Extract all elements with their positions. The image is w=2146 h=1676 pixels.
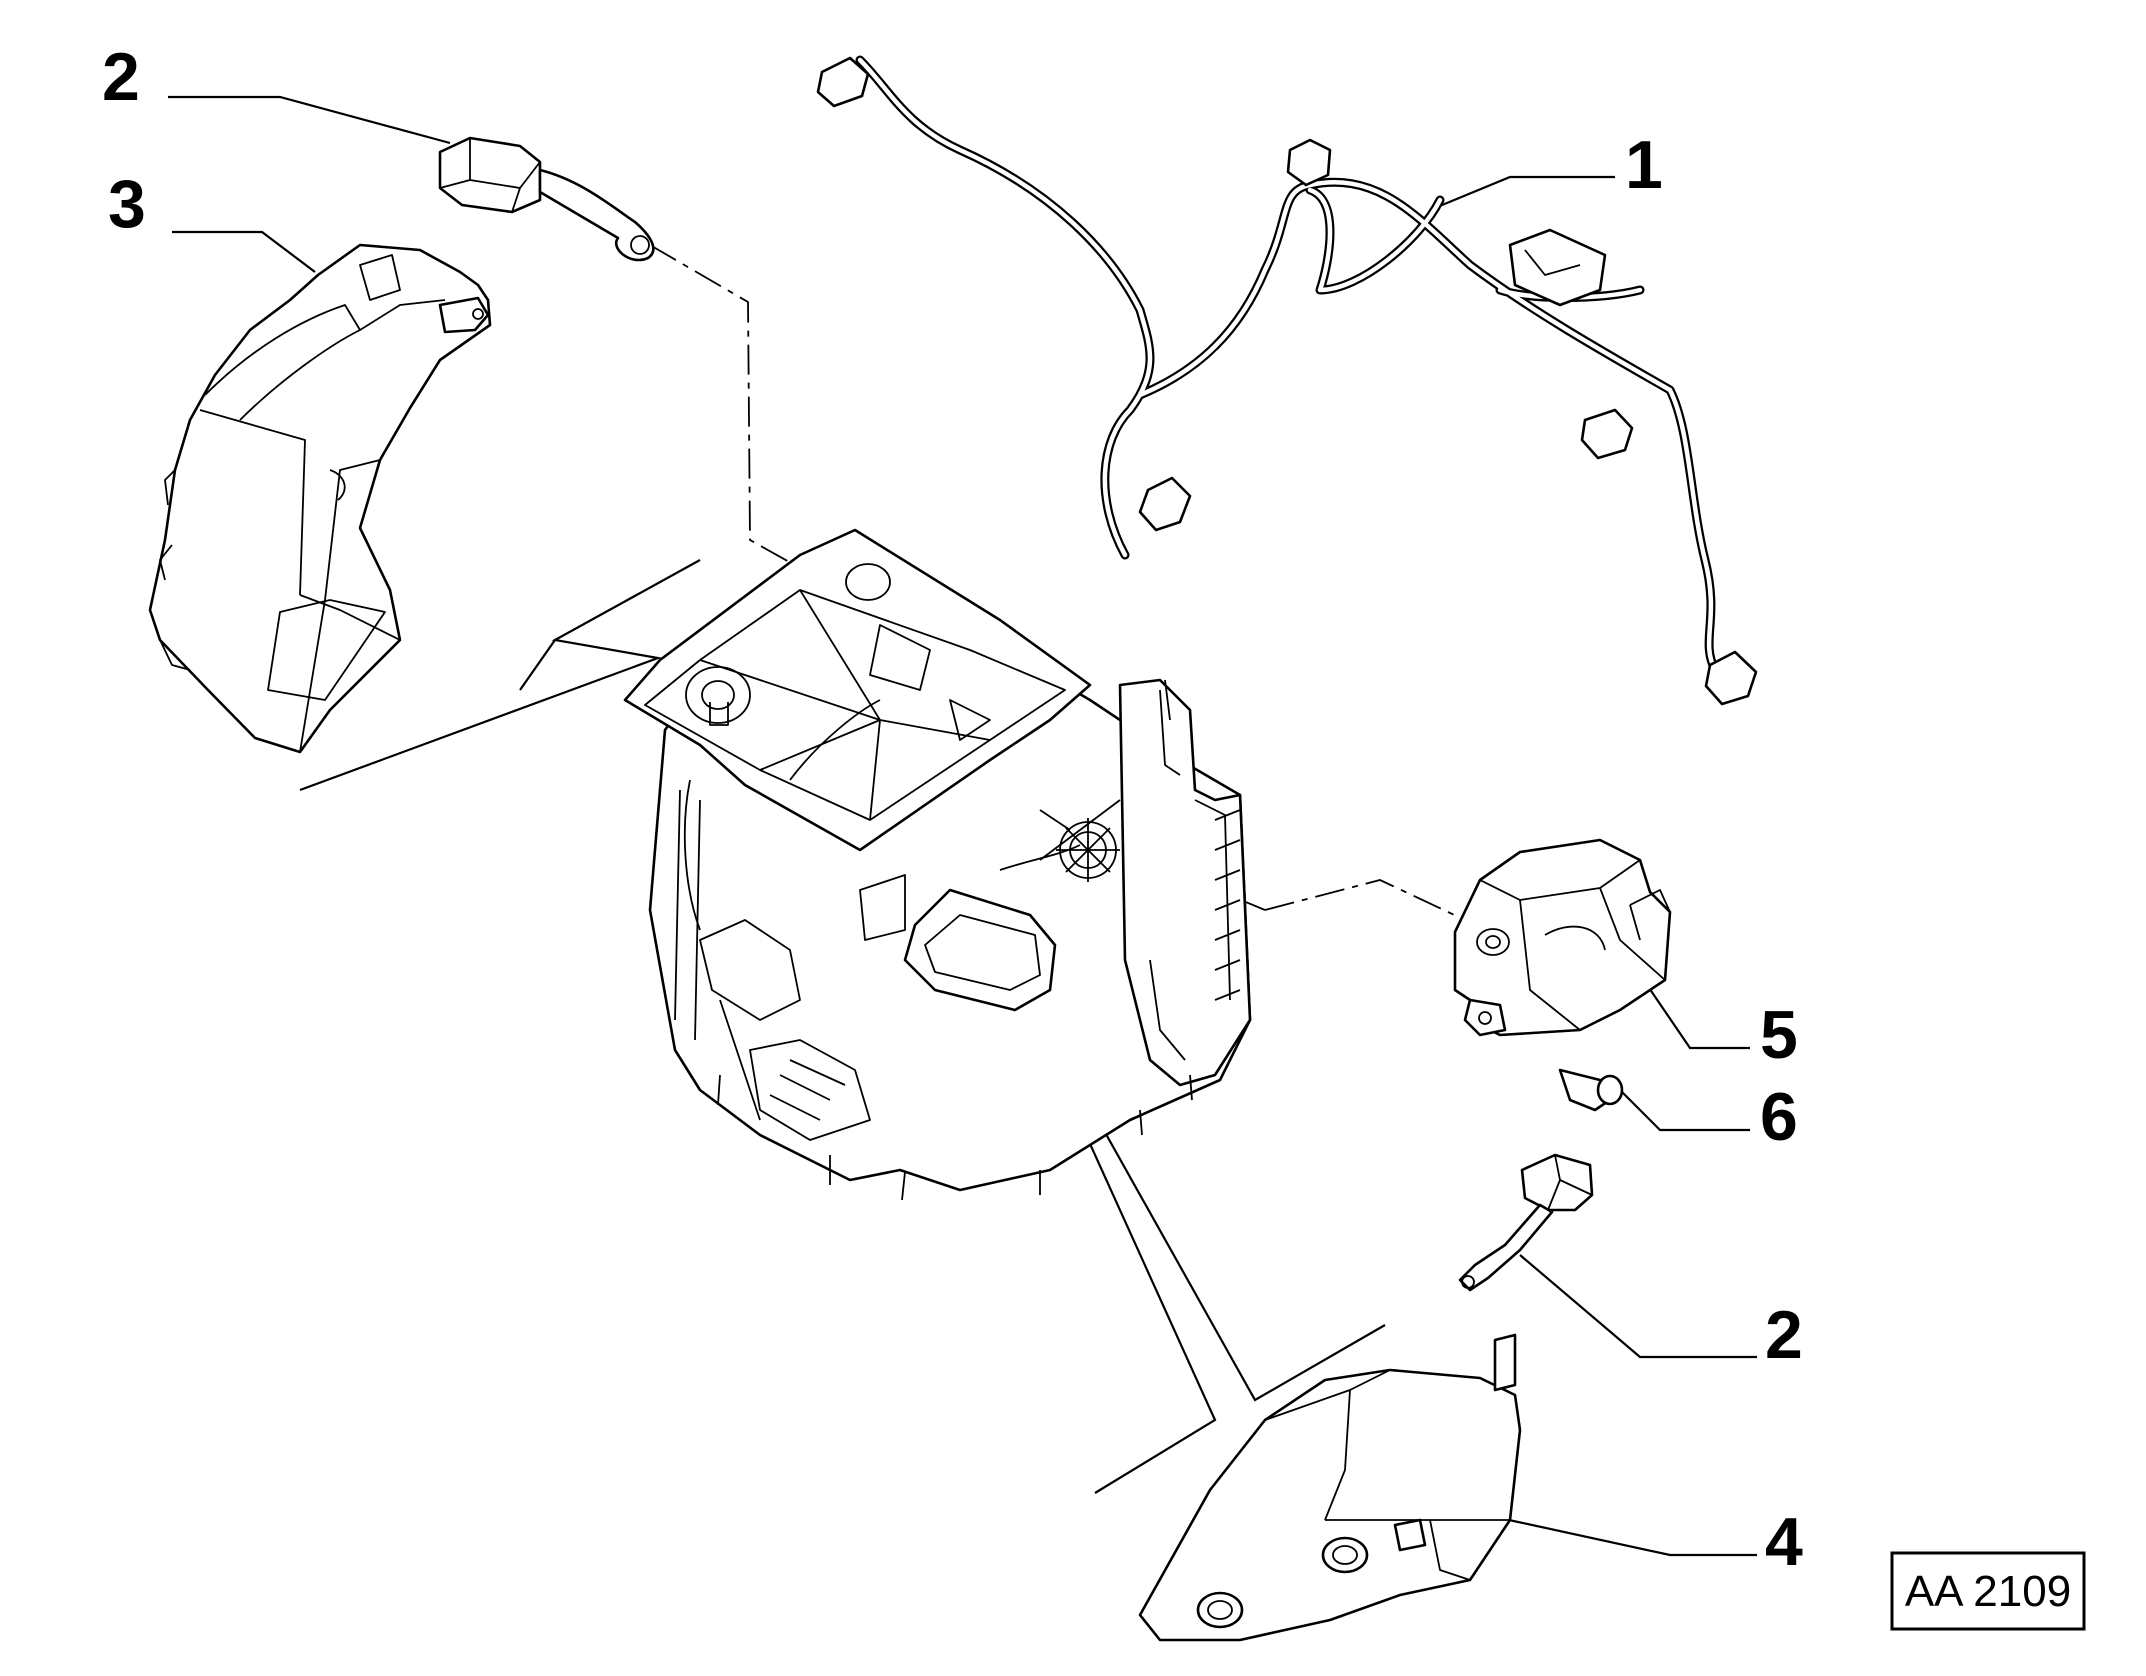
reference-code-box: AA 2109: [1890, 1551, 2086, 1631]
callout-5: 5: [1760, 997, 1798, 1073]
callout-4: 4: [1765, 1504, 1803, 1580]
actuator-motor: [1453, 838, 1672, 1037]
callout-3: 3: [108, 166, 146, 242]
air-duct-bottom: [1138, 1333, 1522, 1642]
callout-1: 1: [1625, 127, 1663, 203]
hvac-housing: [623, 528, 1252, 1201]
wiring-harness: [816, 55, 1758, 706]
temperature-sensor-bottom: [1458, 1153, 1594, 1292]
screw: [1558, 1068, 1624, 1112]
callout-labels: 1 2 3 5 6 2 4: [102, 39, 1803, 1580]
callout-6: 6: [1760, 1079, 1798, 1155]
temperature-sensor-top: [438, 136, 655, 262]
reference-code: AA 2109: [1905, 1567, 2071, 1616]
callout-2-bottom: 2: [1765, 1297, 1803, 1373]
air-duct-left: [148, 243, 492, 754]
callout-2-top: 2: [102, 39, 140, 115]
